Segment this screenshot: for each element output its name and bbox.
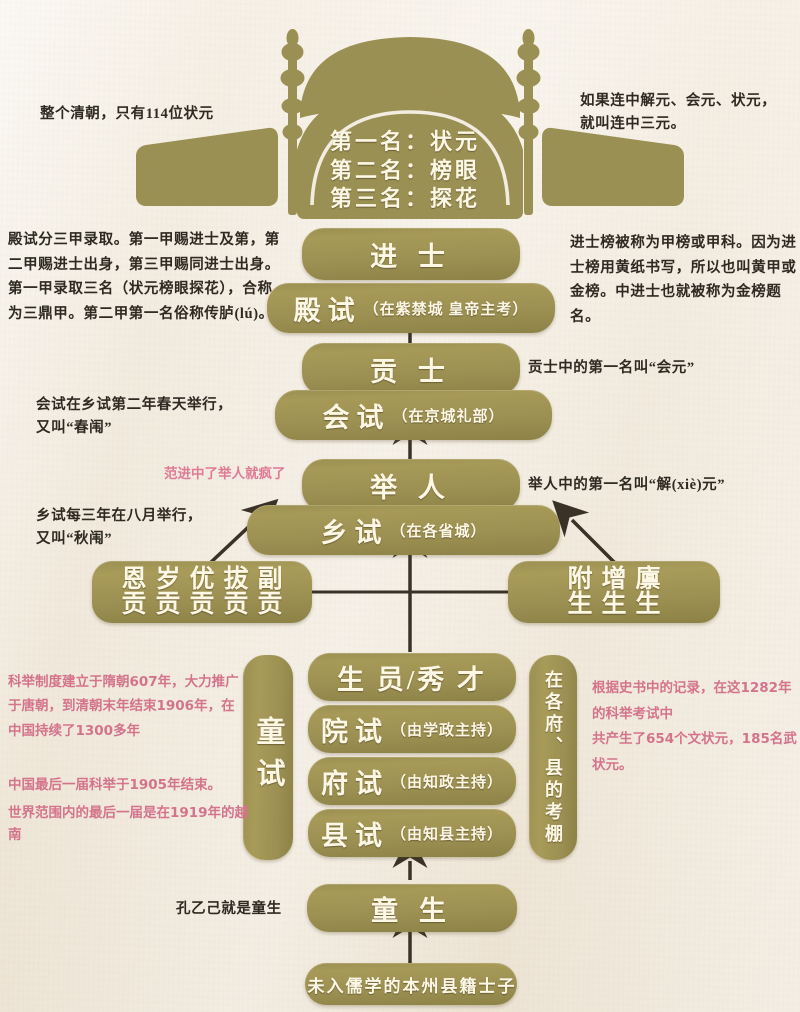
crown-arch xyxy=(136,29,684,219)
box-gongshi[interactable]: 贡 士 xyxy=(302,343,520,395)
box-tongshi-label[interactable]: 童试 xyxy=(243,655,293,860)
box-xianshi[interactable]: 县试 （由知县主持） xyxy=(308,809,516,857)
box-xianshi-sub: （由知县主持） xyxy=(390,826,503,843)
box-dianshi-label: 殿试 xyxy=(293,295,362,326)
box-xiangshi-sub: （在各省城） xyxy=(390,523,487,540)
note-dianshi-detail: 殿试分三甲录取。第一甲赐进士及第，第二甲赐进士出身，第三甲赐同进士出身。第一甲录… xyxy=(8,232,280,322)
canopy-dome xyxy=(297,87,523,219)
box-fushi-sub: （由知政主持） xyxy=(390,774,503,791)
canopy-inner-arc xyxy=(310,110,510,206)
student-row-2: 生生生 xyxy=(567,591,670,618)
note-lianzhong-sanyuan: 如果连中解元、会元、状元， 就叫连中三元。 xyxy=(580,93,777,133)
box-jinshi-label: 进 士 xyxy=(370,241,452,272)
note-last-exam-china: 中国最后一届科举于1905年结束。 xyxy=(8,777,222,793)
crown-rank-3: 第三名：探花 xyxy=(330,186,481,212)
box-fushi-label: 府试 xyxy=(320,768,389,799)
box-gongshi-label: 贡 士 xyxy=(370,356,452,387)
student-row-1: 附增廪 xyxy=(567,565,670,593)
note-huiyuan: 贡士中的第一名叫“会元” xyxy=(528,360,695,376)
right-pillar-icon xyxy=(516,29,541,215)
note-huishi-time: 会试在乡试第二年春天举行， 又叫“春闱” xyxy=(36,397,233,437)
box-xianshi-label: 县试 xyxy=(320,820,389,851)
box-shengyuan[interactable]: 生 员/秀 才 xyxy=(308,653,516,701)
crown-rank-1: 第一名：状元 xyxy=(330,129,481,154)
box-yuanshi[interactable]: 院试 （由学政主持） xyxy=(308,705,516,753)
crown-rank-2: 第二名：榜眼 xyxy=(330,157,481,183)
box-jinshi[interactable]: 进 士 xyxy=(302,228,520,280)
box-licensed-students[interactable]: 附增廪 生生生 xyxy=(508,561,720,623)
note-kongyiji: 孔乙己就是童生 xyxy=(176,901,282,917)
box-xiangshi[interactable]: 乡试 （在各省城） xyxy=(247,505,560,555)
box-fushi[interactable]: 府试 （由知政主持） xyxy=(308,757,516,805)
note-statistics: 根据史书中的记录，在这1282年的科举考试中 共产生了654个文状元，185名武… xyxy=(592,680,797,773)
box-huishi-sub: （在京城礼部） xyxy=(392,408,505,425)
note-jiabang: 进士榜被称为甲榜或甲科。因为进士榜用黄纸书写，所以也叫黄甲或金榜。中进士也就被称… xyxy=(570,235,797,325)
box-dianshi-sub: （在紫禁城 皇帝主考） xyxy=(363,301,529,318)
crown-rank-list: 第一名：状元 第二名：榜眼 第三名：探花 xyxy=(330,128,560,214)
box-huishi[interactable]: 会试 （在京城礼部） xyxy=(275,390,552,440)
box-dianshi[interactable]: 殿试 （在紫禁城 皇帝主考） xyxy=(267,283,555,333)
right-wing xyxy=(542,127,684,206)
tongshi-venue-text: 在各府、县的考棚 xyxy=(543,669,563,846)
note-zhuangyuan-count: 整个清朝，只有114位状元 xyxy=(40,106,214,122)
box-juren-label: 举 人 xyxy=(370,472,452,503)
note-last-exam-world: 世界范围内的最后一届是在1919年的越南 xyxy=(8,805,249,843)
note-fanjin: 范进中了举人就疯了 xyxy=(164,466,286,482)
left-wing xyxy=(136,127,278,206)
tongshi-label-text: 童试 xyxy=(252,715,284,800)
tribute-row-2: 贡贡贡贡贡 xyxy=(121,591,292,618)
box-juren[interactable]: 举 人 xyxy=(302,459,520,511)
box-shengyuan-label: 生 员/秀 才 xyxy=(336,664,487,695)
left-pillar-icon xyxy=(280,29,305,215)
box-yuanshi-label: 院试 xyxy=(320,716,389,747)
note-system-history: 科举制度建立于隋朝607年，大力推广于唐朝，到清朝末年结束1906年，在中国持续… xyxy=(8,674,239,739)
box-tongsheng-label: 童 生 xyxy=(371,895,453,926)
box-origin-candidates[interactable]: 未入儒学的本州县籍士子 xyxy=(305,963,517,1005)
box-huishi-label: 会试 xyxy=(322,402,391,433)
box-yuanshi-sub: （由学政主持） xyxy=(390,722,503,739)
tribute-row-1: 恩岁优拔副 xyxy=(121,565,292,593)
note-xiangshi-time: 乡试每三年在八月举行， 又叫“秋闱” xyxy=(36,508,203,548)
box-xiangshi-label: 乡试 xyxy=(320,517,389,548)
note-jieyuan: 举人中的第一名叫“解(xiè)元” xyxy=(528,477,726,493)
box-tongshi-venue[interactable]: 在各府、县的考棚 xyxy=(529,655,577,860)
box-origin-label: 未入儒学的本州县籍士子 xyxy=(307,976,517,996)
box-tribute-students[interactable]: 恩岁优拔副 贡贡贡贡贡 xyxy=(92,561,312,623)
box-tongsheng[interactable]: 童 生 xyxy=(307,884,517,932)
